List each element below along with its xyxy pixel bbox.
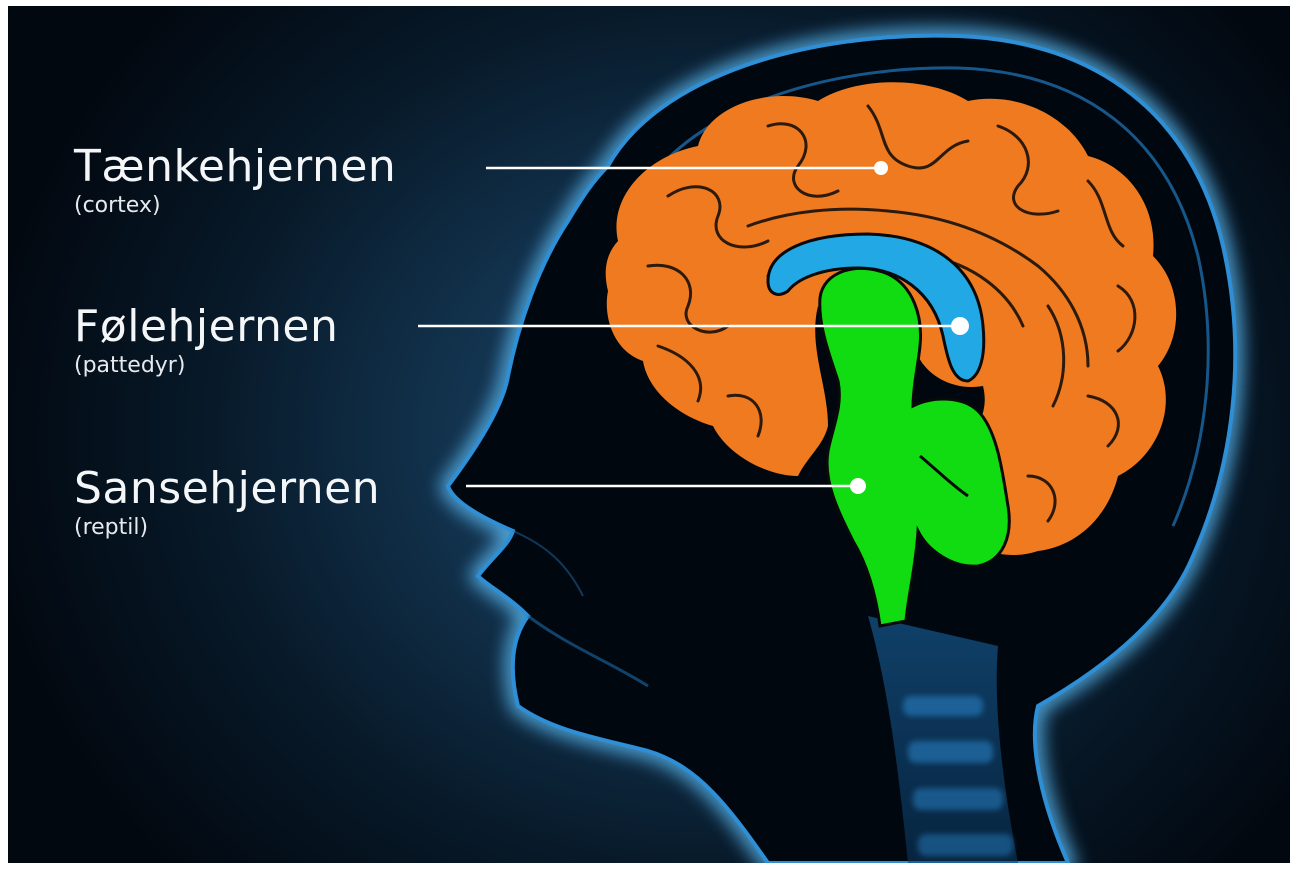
- label-reptile-title: Sansehjernen: [74, 464, 380, 514]
- brain-illustration: [8, 6, 1290, 863]
- label-reptile-subtitle: (reptil): [74, 514, 380, 542]
- label-cortex-title: Tænkehjernen: [74, 142, 396, 192]
- pointer-dot-cortex: [874, 161, 888, 175]
- label-limbic-subtitle: (pattedyr): [74, 352, 338, 380]
- diagram-canvas: Tænkehjernen (cortex) Følehjernen (patte…: [8, 6, 1290, 863]
- label-cortex-subtitle: (cortex): [74, 192, 396, 220]
- label-reptile: Sansehjernen (reptil): [74, 464, 380, 542]
- label-limbic-title: Følehjernen: [74, 302, 338, 352]
- pointer-dot-brainstem: [850, 478, 866, 494]
- label-cortex: Tænkehjernen (cortex): [74, 142, 396, 220]
- pointer-dot-limbic: [951, 317, 969, 335]
- label-limbic: Følehjernen (pattedyr): [74, 302, 338, 380]
